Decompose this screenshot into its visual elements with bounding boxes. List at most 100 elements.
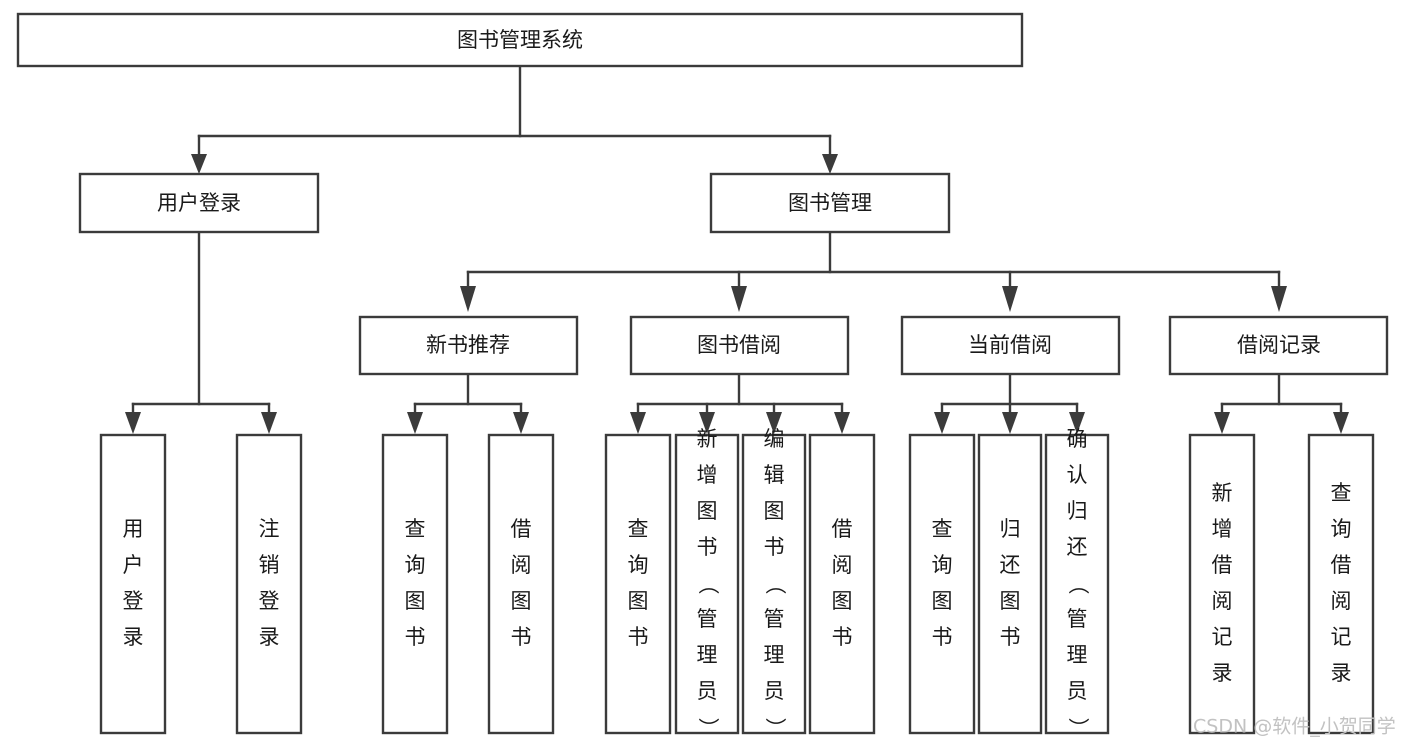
node-new-book-recommend-box[interactable] xyxy=(358,315,579,376)
arrowhead-user-login xyxy=(191,154,207,174)
svg-text:图: 图 xyxy=(405,589,426,613)
leaf-node-query-book-3-box[interactable] xyxy=(908,433,976,735)
svg-text:借: 借 xyxy=(832,517,853,541)
svg-text:增: 增 xyxy=(697,463,718,487)
leaf-node-user-login-box[interactable] xyxy=(99,433,167,735)
svg-text:归: 归 xyxy=(1000,517,1021,541)
node-new-book-recommend-label: 新书推荐 xyxy=(426,333,510,357)
leaf-node-add-book-box[interactable] xyxy=(674,433,740,735)
node-root-box[interactable] xyxy=(16,12,1024,68)
svg-text:查: 查 xyxy=(405,517,426,541)
svg-text:销: 销 xyxy=(259,553,280,577)
svg-text:）: ） xyxy=(763,718,787,739)
node-root-label: 图书管理系统 xyxy=(457,28,583,52)
arrowhead-current-borrow xyxy=(1002,286,1018,312)
svg-text:阅: 阅 xyxy=(511,553,532,577)
svg-text:记: 记 xyxy=(1331,625,1352,649)
arrowhead-leaf-query-book-2 xyxy=(630,412,646,434)
node-book-borrow-box[interactable] xyxy=(629,315,850,376)
leaf-node-borrow-book-1-box[interactable] xyxy=(487,433,555,735)
svg-text:阅: 阅 xyxy=(832,553,853,577)
node-new-book-recommend[interactable]: 新书推荐 xyxy=(358,315,579,376)
leaf-node-query-borrow-record-box[interactable] xyxy=(1307,433,1375,735)
arrowhead-borrow-record xyxy=(1271,286,1287,312)
node-borrow-record[interactable]: 借阅记录 xyxy=(1168,315,1389,376)
svg-text:图: 图 xyxy=(511,589,532,613)
svg-text:管: 管 xyxy=(764,607,785,631)
node-book-borrow[interactable]: 图书借阅 xyxy=(629,315,850,376)
svg-text:编: 编 xyxy=(764,427,785,451)
svg-text:辑: 辑 xyxy=(764,463,785,487)
svg-text:注: 注 xyxy=(259,517,280,541)
node-root[interactable]: 图书管理系统 xyxy=(16,12,1024,68)
leaf-node-confirm-return-box[interactable] xyxy=(1044,433,1110,735)
arrowhead-leaf-borrow-book-1 xyxy=(513,412,529,434)
leaf-node-query-book-2-box[interactable] xyxy=(604,433,672,735)
svg-text:询: 询 xyxy=(932,553,953,577)
svg-text:户: 户 xyxy=(123,553,144,577)
node-current-borrow-box[interactable] xyxy=(900,315,1121,376)
node-borrow-record-box[interactable] xyxy=(1168,315,1389,376)
svg-text:理: 理 xyxy=(764,643,785,667)
svg-text:）: ） xyxy=(1066,718,1090,739)
svg-text:确: 确 xyxy=(1067,427,1088,451)
leaf-node-add-borrow-record-box[interactable] xyxy=(1188,433,1256,735)
svg-text:理: 理 xyxy=(697,643,718,667)
svg-text:归: 归 xyxy=(1067,499,1088,523)
csdn-watermark: CSDN @软件_小贺同学 xyxy=(1193,716,1396,738)
svg-text:询: 询 xyxy=(1331,517,1352,541)
svg-text:录: 录 xyxy=(1331,661,1352,685)
leaf-node-edit-book-box[interactable] xyxy=(741,433,807,735)
connector-layer xyxy=(125,64,1349,434)
leaf-node-query-book-1-box[interactable] xyxy=(381,433,449,735)
arrowhead-leaf-borrow-book-2 xyxy=(834,412,850,434)
arrowhead-leaf-query-book-3 xyxy=(934,412,950,434)
arrowhead-leaf-logout-login xyxy=(261,412,277,434)
node-current-borrow[interactable]: 当前借阅 xyxy=(900,315,1121,376)
svg-text:图: 图 xyxy=(932,589,953,613)
arrowhead-leaf-query-book-1 xyxy=(407,412,423,434)
node-user-login[interactable]: 用户登录 xyxy=(78,172,320,234)
arrowhead-leaf-confirm-return xyxy=(1069,412,1085,434)
svg-text:新: 新 xyxy=(1212,481,1233,505)
svg-text:图: 图 xyxy=(628,589,649,613)
node-book-borrow-label: 图书借阅 xyxy=(697,333,781,357)
svg-text:图: 图 xyxy=(1000,589,1021,613)
svg-text:阅: 阅 xyxy=(1331,589,1352,613)
node-user-login-box[interactable] xyxy=(78,172,320,234)
svg-text:员: 员 xyxy=(1067,679,1088,703)
leaf-node-logout-login-box[interactable] xyxy=(235,433,303,735)
node-borrow-record-label: 借阅记录 xyxy=(1237,333,1321,357)
leaf-node-return-book-box[interactable] xyxy=(977,433,1043,735)
node-user-login-label: 用户登录 xyxy=(157,191,241,215)
node-book-management-box[interactable] xyxy=(709,172,951,234)
arrowhead-new-book-recommend xyxy=(460,286,476,312)
leaf-node-borrow-book-2-box[interactable] xyxy=(808,433,876,735)
svg-text:（: （ xyxy=(696,574,720,595)
svg-text:询: 询 xyxy=(628,553,649,577)
node-book-management[interactable]: 图书管理 xyxy=(709,172,951,234)
leaf-node-user-login-label: 用户登录 xyxy=(123,517,144,649)
leaf-node-user-login[interactable]: 用户登录 xyxy=(99,433,167,735)
